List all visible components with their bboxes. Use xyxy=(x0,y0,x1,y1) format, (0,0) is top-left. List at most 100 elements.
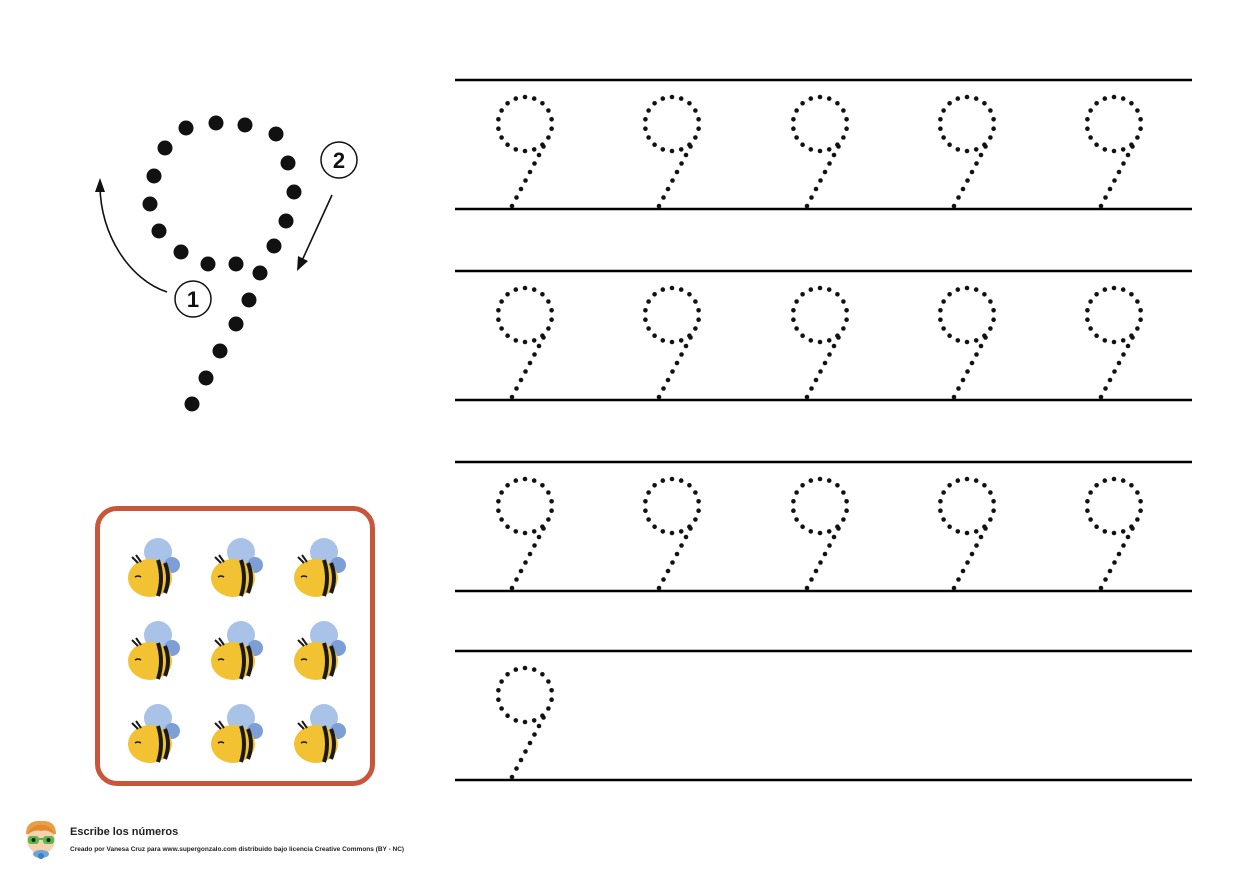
trace-dot xyxy=(531,667,537,672)
trace-dot xyxy=(1088,299,1093,304)
trace-dot xyxy=(835,483,840,488)
trace-dot xyxy=(523,560,528,565)
trace-dot xyxy=(669,476,675,482)
trace-dot xyxy=(964,476,970,482)
guide-dot xyxy=(173,244,189,260)
trace-digit-9[interactable] xyxy=(1085,94,1143,209)
trace-dot xyxy=(652,101,657,106)
trace-digit-9[interactable] xyxy=(791,476,849,591)
trace-dot xyxy=(696,308,701,313)
trace-digit-9[interactable] xyxy=(496,94,554,209)
trace-digit-9[interactable] xyxy=(791,285,849,400)
trace-dot xyxy=(1088,490,1093,495)
trace-dot xyxy=(965,560,970,565)
trace-dot xyxy=(826,96,832,101)
trace-dot xyxy=(652,333,657,339)
trace-dot xyxy=(941,490,946,495)
trace-dot xyxy=(1103,386,1108,391)
trace-dot xyxy=(531,287,537,292)
trace-dot xyxy=(660,287,666,292)
trace-glyphs[interactable] xyxy=(496,94,1143,780)
trace-dot xyxy=(1130,335,1135,340)
trace-dot xyxy=(813,377,819,383)
trace-dot xyxy=(982,483,987,488)
trace-dot xyxy=(1102,529,1108,534)
trace-dot xyxy=(841,135,846,140)
trace-dot xyxy=(661,195,666,200)
trace-dot xyxy=(1111,148,1117,154)
trace-dot xyxy=(531,529,537,534)
guide-dot xyxy=(268,126,284,142)
trace-dot xyxy=(661,386,666,391)
trace-dot xyxy=(991,117,996,122)
trace-digit-9[interactable] xyxy=(1085,476,1143,591)
trace-dot xyxy=(536,534,542,540)
trace-dot xyxy=(831,534,837,540)
trace-dot xyxy=(794,299,799,304)
trace-dot xyxy=(800,524,805,529)
trace-dot xyxy=(656,585,662,591)
trace-dot xyxy=(509,774,515,780)
trace-dot xyxy=(522,339,528,345)
trace-dot xyxy=(841,490,846,495)
bee-icon xyxy=(127,620,180,680)
trace-digit-9[interactable] xyxy=(496,476,554,591)
trace-digit-9[interactable] xyxy=(643,476,701,591)
trace-dot xyxy=(1129,101,1134,106)
trace-dot xyxy=(794,326,799,331)
trace-digit-9[interactable] xyxy=(496,285,554,400)
trace-dot xyxy=(696,317,701,323)
trace-dot xyxy=(499,299,504,304)
trace-digit-9[interactable] xyxy=(938,476,996,591)
trace-dot xyxy=(1121,352,1126,357)
trace-dot xyxy=(1138,508,1143,513)
trace-dot xyxy=(549,499,554,504)
trace-dot xyxy=(652,142,657,147)
step-1-badge xyxy=(174,280,212,318)
trace-dot xyxy=(688,144,693,149)
trace-dot xyxy=(1102,287,1108,292)
trace-dot xyxy=(505,333,510,339)
trace-dot xyxy=(549,117,554,122)
trace-dot xyxy=(646,135,651,140)
trace-dot xyxy=(965,369,970,374)
trace-dot xyxy=(499,135,504,140)
trace-dot xyxy=(947,142,952,147)
trace-digit-9[interactable] xyxy=(643,285,701,400)
trace-dot xyxy=(1107,568,1113,574)
trace-digit-9[interactable] xyxy=(1085,285,1143,400)
trace-dot xyxy=(808,529,814,534)
trace-dot xyxy=(1130,526,1135,531)
trace-dot xyxy=(1111,530,1117,536)
trace-digit-9[interactable] xyxy=(643,94,701,209)
trace-dot xyxy=(960,568,966,574)
trace-digit-9[interactable] xyxy=(791,94,849,209)
trace-dot xyxy=(1120,338,1126,343)
trace-dot xyxy=(693,326,698,331)
trace-dot xyxy=(532,161,537,166)
trace-dot xyxy=(546,135,551,140)
trace-dot xyxy=(514,577,519,582)
trace-dot xyxy=(513,478,519,483)
trace-dot xyxy=(808,147,814,152)
trace-digit-9[interactable] xyxy=(496,665,554,780)
trace-dot xyxy=(983,144,988,149)
trace-dot xyxy=(791,317,796,323)
trace-dot xyxy=(540,672,545,677)
trace-dot xyxy=(505,142,510,147)
trace-dot xyxy=(499,326,504,331)
trace-dot xyxy=(1116,169,1122,175)
trace-dot xyxy=(827,161,832,166)
trace-dot xyxy=(941,299,946,304)
trace-dot xyxy=(836,335,841,340)
trace-digit-9[interactable] xyxy=(938,285,996,400)
trace-dot xyxy=(652,292,657,297)
trace-dot xyxy=(1135,517,1140,522)
guide-dot xyxy=(278,213,294,229)
trace-dot xyxy=(509,203,515,209)
trace-dot xyxy=(688,526,693,531)
trace-dot xyxy=(817,148,823,154)
trace-dot xyxy=(513,667,519,672)
trace-dot xyxy=(518,186,524,192)
trace-digit-9[interactable] xyxy=(938,94,996,209)
